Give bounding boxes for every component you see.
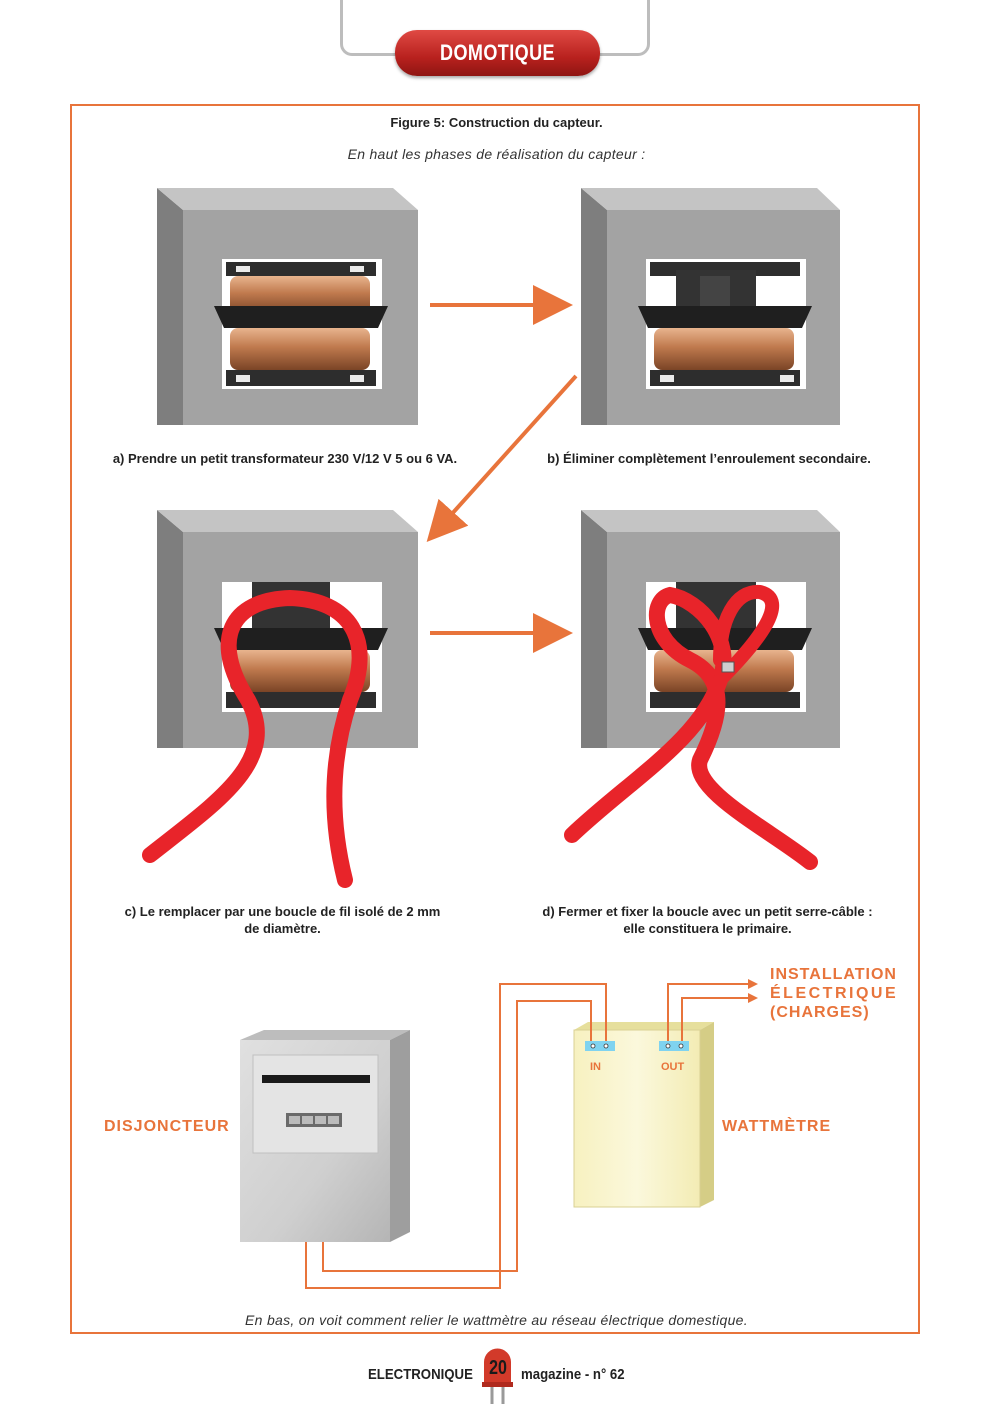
wattmeter-label: WATTMÈTRE [722,1118,832,1135]
arrow-out-1 [748,979,758,989]
section-badge [395,30,600,76]
footer-issue: magazine - n° 62 [521,1366,625,1383]
breaker-label: DISJONCTEUR [104,1118,230,1135]
caption-c-line2: de diamètre. [244,921,321,936]
caption-b: b) Éliminer complètement l’enroulement s… [547,451,871,466]
caption-d-line2: elle constituera le primaire. [623,921,792,936]
out-label: OUT [661,1061,685,1073]
installation-label: INSTALLATION ÉLECTRIQUE (CHARGES) [770,965,898,1022]
caption-c-line1: c) Le remplacer par une boucle de fil is… [124,904,441,919]
arrow-out-2 [748,993,758,1003]
caption-d-line1: d) Fermer et fixer la boucle avec un pet… [542,904,873,919]
section-title: DOMOTIQUE [440,40,555,65]
wiring [305,983,748,1289]
bottom-caption: En bas, on voit comment relier le wattmè… [245,1312,748,1328]
caption-d: d) Fermer et fixer la boucle avec un pet… [515,903,900,937]
led-page-icon [482,1348,513,1404]
figure-title: Figure 5: Construction du capteur. [390,115,603,130]
installation-line2: ÉLECTRIQUE [770,985,899,1002]
caption-a: a) Prendre un petit transformateur 230 V… [112,451,458,466]
figure-subtitle: En haut les phases de réalisation du cap… [347,146,646,162]
arrow-b-to-c [426,374,578,542]
transformer-a [157,188,418,425]
transformer-b [581,188,840,425]
transformer-c [142,510,418,888]
page-number: 20 [489,1357,507,1379]
caption-c: c) Le remplacer par une boucle de fil is… [95,903,470,937]
in-label: IN [590,1061,601,1073]
figure-frame [70,104,920,1334]
breaker-box [240,1030,410,1242]
transformer-d [564,510,840,870]
installation-line3: (CHARGES) [770,1004,870,1021]
wattmeter-box [573,1022,714,1208]
installation-line1: INSTALLATION [770,966,897,983]
footer-magazine: ELECTRONIQUE [368,1366,473,1383]
